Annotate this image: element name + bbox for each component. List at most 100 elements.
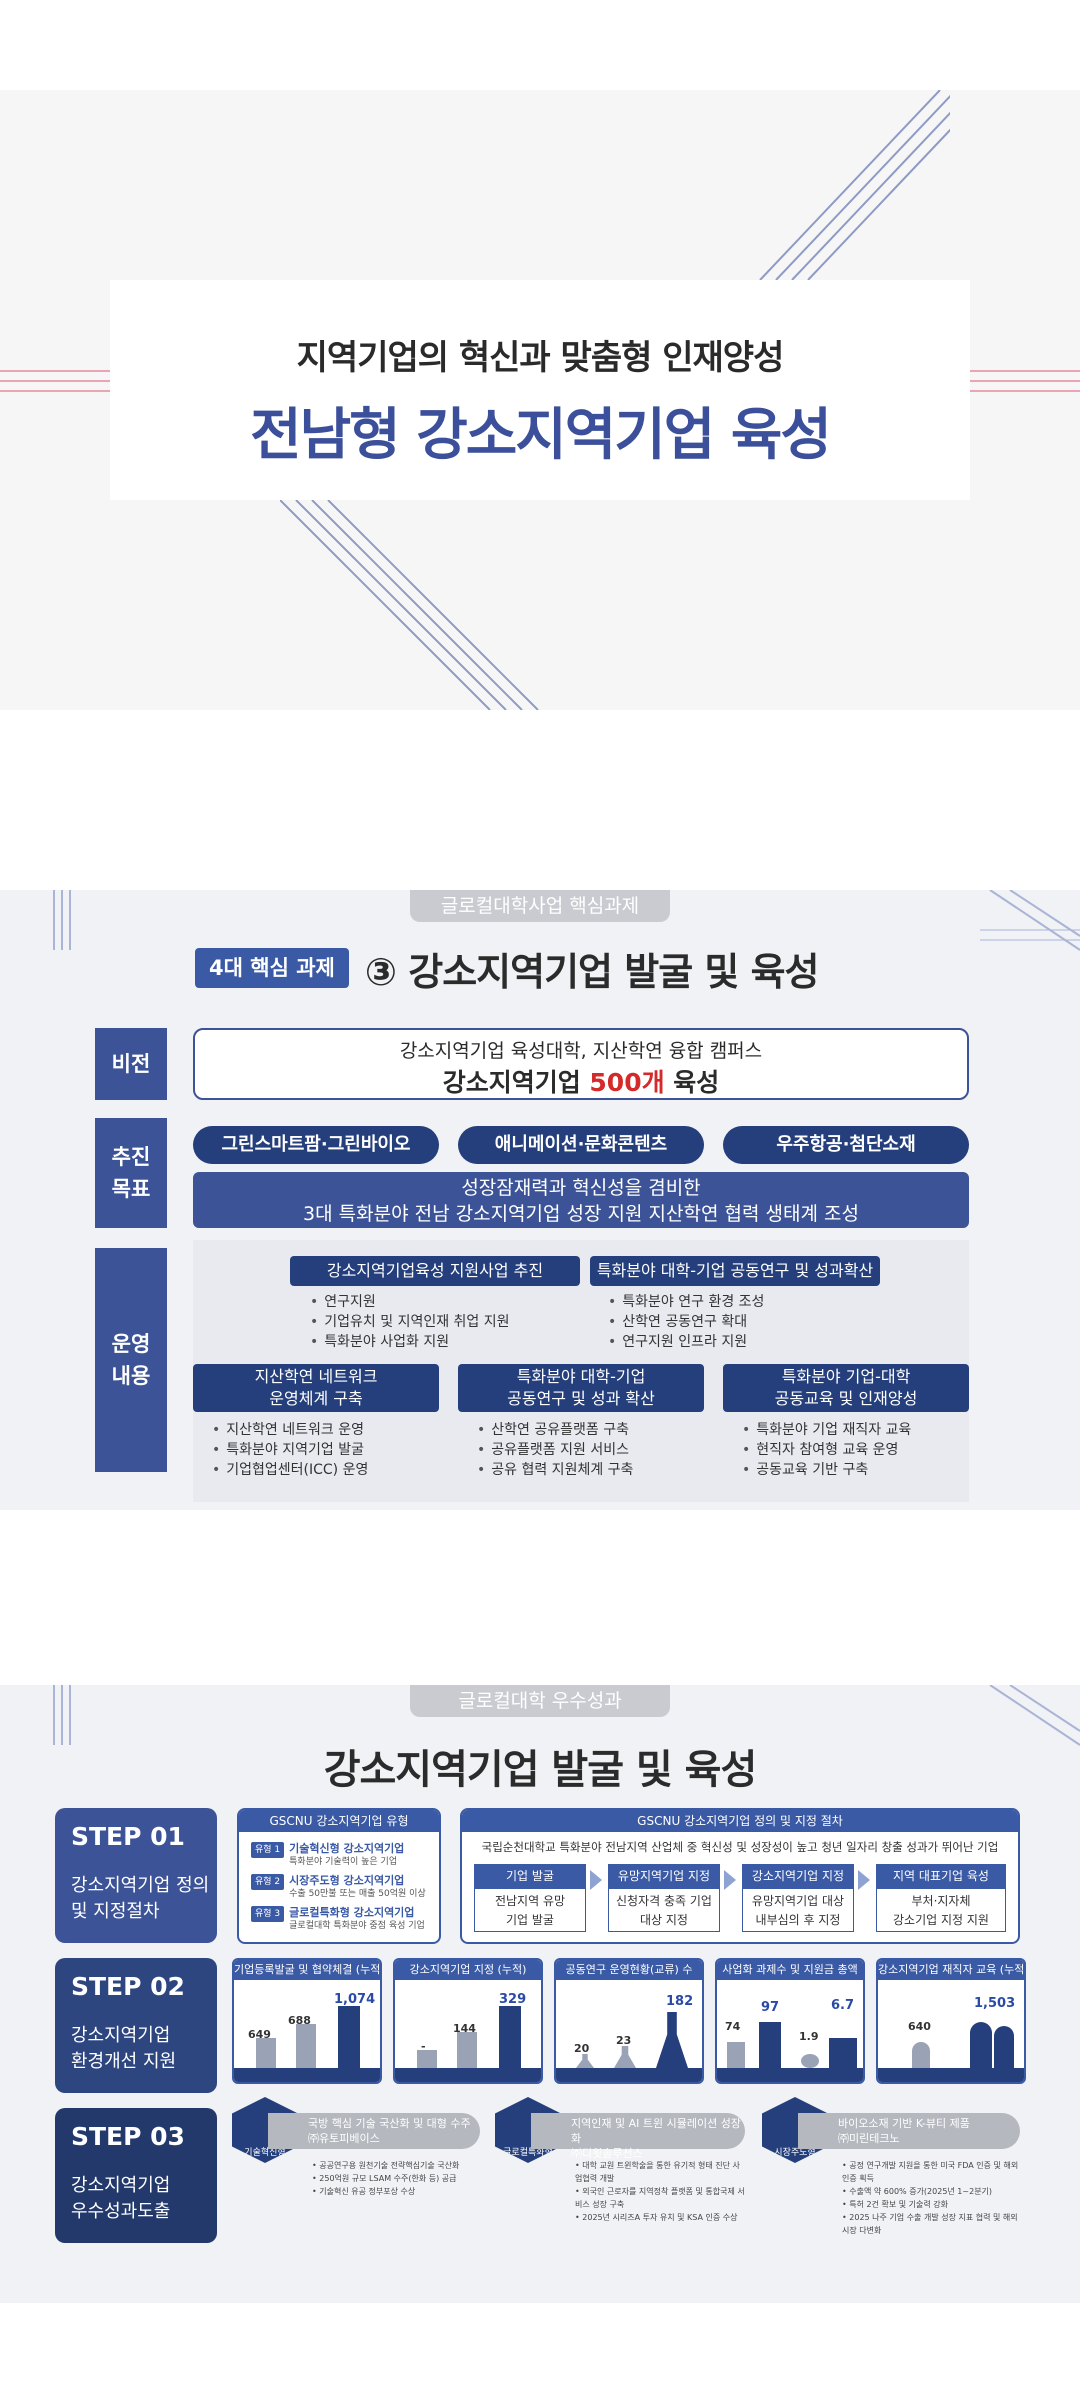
stat-card-1: 기업등록발굴 및 협약체결 (누적) 649 688 1,074 [232, 1958, 382, 2084]
list-item: 250억원 규모 LSAM 수주(한화 등) 공급 [312, 2172, 482, 2185]
stat-head: 기업등록발굴 및 협약체결 (누적) [234, 1960, 380, 1980]
flow-step-body-line-2: 내부심의 후 지정 [755, 1913, 841, 1927]
stat-card-2: 강소지역기업 지정 (누적) - 144 329 [393, 1958, 543, 2084]
people-icon-2 [970, 2022, 992, 2068]
goal-line-2: 3대 특화분야 전남 강소지역기업 성장 지원 지산학연 협력 생태계 조성 [303, 1203, 859, 1225]
people-icon-3 [994, 2026, 1014, 2068]
achievement-head-2-line-2: ㈜디윗솔루션스 [571, 2147, 643, 2160]
results-section: 글로컬대학 우수성과 강소지역기업 발굴 및 육성 STEP 01 강소지역기업… [0, 1685, 1080, 2303]
flow-step-body-line-1: 부처·지자체 [911, 1894, 971, 1908]
list-item: 산학연 공동연구 확대 [608, 1312, 764, 1332]
type-desc: 특화분야 기술력이 높은 기업 [289, 1857, 398, 1867]
list-item: 특화분야 연구 환경 조성 [608, 1292, 764, 1312]
op-top-list-2: 특화분야 연구 환경 조성 산학연 공동연구 확대 연구지원 인프라 지원 [608, 1292, 764, 1352]
type-name: 시장주도형 강소지역기업 [289, 1874, 405, 1887]
stat-bar-3 [499, 2006, 521, 2068]
op-bottom-head-2-line-1: 특화분야 대학-기업 [516, 1367, 646, 1386]
flow-step-body-line-1: 신청자격 충족 기업 [616, 1894, 712, 1908]
decor-pink-lines-left [0, 370, 110, 392]
people-icon-1 [912, 2042, 930, 2068]
stat-value-1: 74 [725, 2020, 741, 2033]
list-item: 연구지원 인프라 지원 [608, 1332, 764, 1352]
goal-label: 추진 목표 [95, 1118, 167, 1228]
stat-bar-1 [256, 2038, 276, 2068]
stat-card-3: 공동연구 운영현황(교류) 수 20 23 182 [554, 1958, 704, 2084]
goal-label-2: 목표 [111, 1177, 151, 1201]
type-name: 기술혁신형 강소지역기업 [289, 1842, 405, 1855]
core-badge: 4대 핵심 과제 [195, 948, 349, 988]
list-item: 공유 협력 지원체계 구축 [477, 1460, 633, 1480]
stat-value-3: 1.9 [799, 2030, 819, 2043]
vision-label-text: 비전 [111, 1052, 151, 1076]
list-item: 대학 교원 트윈학술을 통한 유기적 형태 진단 사업협력 개발 [575, 2159, 747, 2185]
vision-line-1: 강소지역기업 육성대학, 지산학연 융합 캠퍼스 [399, 1040, 763, 1062]
achievement-head-3: 바이오소재 기반 K-뷰티 제품 ㈜미린테크노 [798, 2113, 1020, 2149]
flow-step-body-line-1: 유망지역기업 대상 [751, 1894, 845, 1908]
type-name: 글로컬특화형 강소지역기업 [289, 1906, 415, 1919]
achievement-head-1-line-1: 국방 핵심 기술 국산화 및 대형 수주 [308, 2117, 471, 2130]
list-item: 특화분야 지역기업 발굴 [212, 1440, 368, 1460]
stat-bar-1 [417, 2050, 437, 2068]
list-item: 수출액 약 600% 증가(2025년 1~2분기) [842, 2185, 1020, 2198]
list-item: 공유플랫폼 지원 서비스 [477, 1440, 633, 1460]
flow-step-head: 기업 발굴 [474, 1864, 586, 1888]
stat-bar-2 [296, 2024, 316, 2068]
decor-lines-bottom-left [280, 500, 539, 710]
goal-pill-2: 애니메이션·문화콘텐츠 [458, 1126, 704, 1164]
achievement-head-3-line-1: 바이오소재 기반 K-뷰티 제품 [838, 2117, 970, 2130]
op-bottom-head-2: 특화분야 대학-기업 공동연구 및 성과 확산 [458, 1364, 704, 1412]
list-item: 특화분야 기업 재직자 교육 [742, 1420, 911, 1440]
stat-value-3: 329 [499, 1992, 527, 2007]
stat-value-3: 182 [666, 1994, 694, 2009]
list-item: 외국인 근로자를 지역정착 플랫폼 및 통합국제 서비스 성장 구축 [575, 2185, 747, 2211]
op-bottom-head-1: 지산학연 네트워크 운영체계 구축 [193, 1364, 439, 1412]
step-number: STEP 01 [71, 1822, 185, 1851]
step-label-line-2: 환경개선 지원 [71, 2051, 177, 2072]
cash-icon [829, 2038, 857, 2068]
arrow-right-icon [590, 1870, 602, 1890]
type-tag: 유형 1 [251, 1842, 285, 1858]
stat-value-2: 97 [761, 2000, 780, 2015]
step-label-line-1: 강소지역기업 [71, 2025, 171, 2046]
op-top-head-1: 강소지역기업육성 지원사업 추진 [290, 1256, 580, 1286]
stack-icon-2 [759, 2022, 781, 2068]
flow-step-body-line-2: 기업 발굴 [506, 1913, 554, 1927]
list-item: 기술혁신 유공 정부포상 수상 [312, 2185, 482, 2198]
decor-lines-left [53, 890, 71, 950]
vision-text-c: 육성 [664, 1068, 720, 1097]
stat-base [878, 2068, 1024, 2082]
step-label-line-1: 강소지역기업 [71, 2175, 171, 2196]
step-label-line-1: 강소지역기업 정의 [71, 1875, 210, 1896]
stat-value-1: 640 [908, 2020, 931, 2033]
stat-bar-3 [338, 2006, 360, 2068]
flow-step-body-line-2: 대상 지정 [640, 1913, 688, 1927]
procedure-desc: 국립순천대학교 특화분야 전남지역 산업체 중 혁신성 및 성장성이 높고 청년… [481, 1840, 999, 1854]
op-label: 운영 내용 [95, 1248, 167, 1472]
type-desc: 수출 50만불 또는 매출 50억원 이상 [289, 1889, 426, 1899]
icon-label: 글로컬특화형 [503, 2148, 553, 2158]
stat-base [395, 2068, 541, 2082]
achievement-head-3-line-2: ㈜미린테크노 [838, 2132, 900, 2145]
list-item: 공동교육 기반 구축 [742, 1460, 911, 1480]
list-item: 지산학연 네트워크 운영 [212, 1420, 368, 1440]
op-bottom-head-3-line-2: 공동교육 및 인재양성 [774, 1389, 918, 1408]
list-item: 2025 나주 기업 수출 개발 성장 지표 협력 및 해외시장 다변화 [842, 2211, 1020, 2237]
op-bottom-head-2-line-2: 공동연구 및 성과 확산 [507, 1389, 655, 1408]
achievement-head-1: 국방 핵심 기술 국산화 및 대형 수주 ㈜유토피베이스 [268, 2113, 480, 2149]
stat-head: 강소지역기업 재직자 교육 (누적) [878, 1960, 1024, 1980]
stat-bar-2 [457, 2032, 477, 2068]
op-bottom-head-3: 특화분야 기업-대학 공동교육 및 인재양성 [723, 1364, 969, 1412]
list-item: 기업유치 및 지역인재 취업 지원 [310, 1312, 509, 1332]
